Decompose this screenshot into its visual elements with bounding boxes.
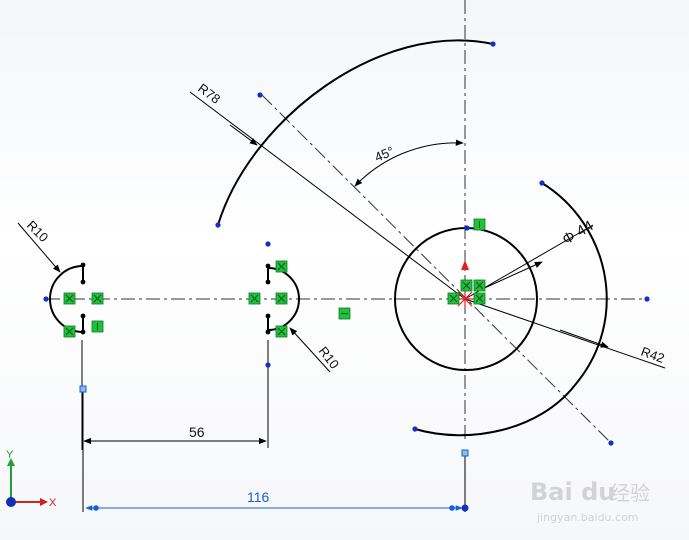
diameter-leader-arrow[interactable] — [479, 261, 543, 291]
dimension-r42[interactable]: R42 — [639, 344, 667, 366]
relations — [63, 218, 486, 338]
point-mid-d[interactable] — [265, 329, 271, 335]
relation-marks — [65, 221, 484, 336]
point-axis-right[interactable] — [644, 296, 650, 302]
r42-leader-arrow[interactable] — [559, 329, 609, 348]
dimension-lines — [17, 91, 666, 512]
point-116-right[interactable] — [449, 505, 455, 511]
point-r78-start[interactable] — [257, 92, 263, 98]
point-mid-top[interactable] — [265, 241, 271, 247]
angle-45-arc[interactable] — [354, 139, 464, 187]
dimension-angle-45[interactable]: 45° — [372, 143, 396, 164]
point-r42-top[interactable] — [539, 180, 545, 186]
arc-r78[interactable] — [217, 39, 494, 226]
sketch-points — [43, 41, 650, 512]
point-mid-b[interactable] — [265, 279, 271, 285]
point-mid-bottom[interactable] — [265, 362, 271, 368]
sketch-geometry — [49, 39, 608, 437]
point-axis-left[interactable] — [43, 296, 49, 302]
point-116-anchor-left[interactable] — [79, 385, 87, 393]
r42-leader[interactable] — [464, 298, 666, 369]
arc-r42[interactable] — [414, 182, 608, 437]
dimension-r10-left[interactable]: R10 — [24, 218, 51, 245]
r78-arc-arrow[interactable] — [229, 124, 258, 146]
baidu-watermark: Bai du 经验 jingyan.baidu.com — [530, 478, 650, 524]
point-left-d[interactable] — [80, 329, 86, 335]
axis-x-label: X — [49, 497, 57, 509]
point-vertical-top[interactable] — [464, 225, 470, 231]
point-mid-c[interactable] — [265, 313, 271, 319]
dimension-r10-mid[interactable]: R10 — [316, 344, 343, 372]
watermark-brand: Bai du — [530, 478, 615, 506]
coordinate-axes-icon: Y X — [6, 449, 57, 509]
r78-leader[interactable] — [189, 91, 466, 300]
point-r42-bottom[interactable] — [412, 426, 418, 432]
watermark-suffix: 经验 — [610, 481, 650, 505]
point-116-end[interactable] — [461, 504, 469, 512]
point-r78-bottom[interactable] — [215, 222, 221, 228]
watermark-url: jingyan.baidu.com — [536, 511, 639, 524]
point-diagonal-end[interactable] — [608, 440, 614, 446]
point-mid-a[interactable] — [265, 263, 271, 269]
r10-left-leader[interactable] — [17, 222, 61, 273]
r10-mid-leader[interactable] — [289, 327, 331, 373]
point-116-left[interactable] — [93, 505, 99, 511]
origin-up-arrow-icon — [461, 260, 469, 270]
dimension-diameter-44[interactable]: Φ 44 — [560, 217, 597, 248]
axis-y-label: Y — [6, 449, 14, 461]
point-left-c[interactable] — [80, 313, 86, 319]
dimension-r78[interactable]: R78 — [195, 80, 223, 106]
dimension-56[interactable]: 56 — [189, 424, 205, 440]
point-116-anchor-right[interactable] — [461, 449, 469, 457]
point-left-a[interactable] — [80, 262, 86, 268]
diagonal-centerline[interactable] — [261, 94, 612, 444]
centerlines — [46, 0, 648, 444]
point-r78-end[interactable] — [490, 41, 496, 47]
dimension-116[interactable]: 116 — [247, 489, 270, 505]
point-left-b[interactable] — [80, 279, 86, 285]
